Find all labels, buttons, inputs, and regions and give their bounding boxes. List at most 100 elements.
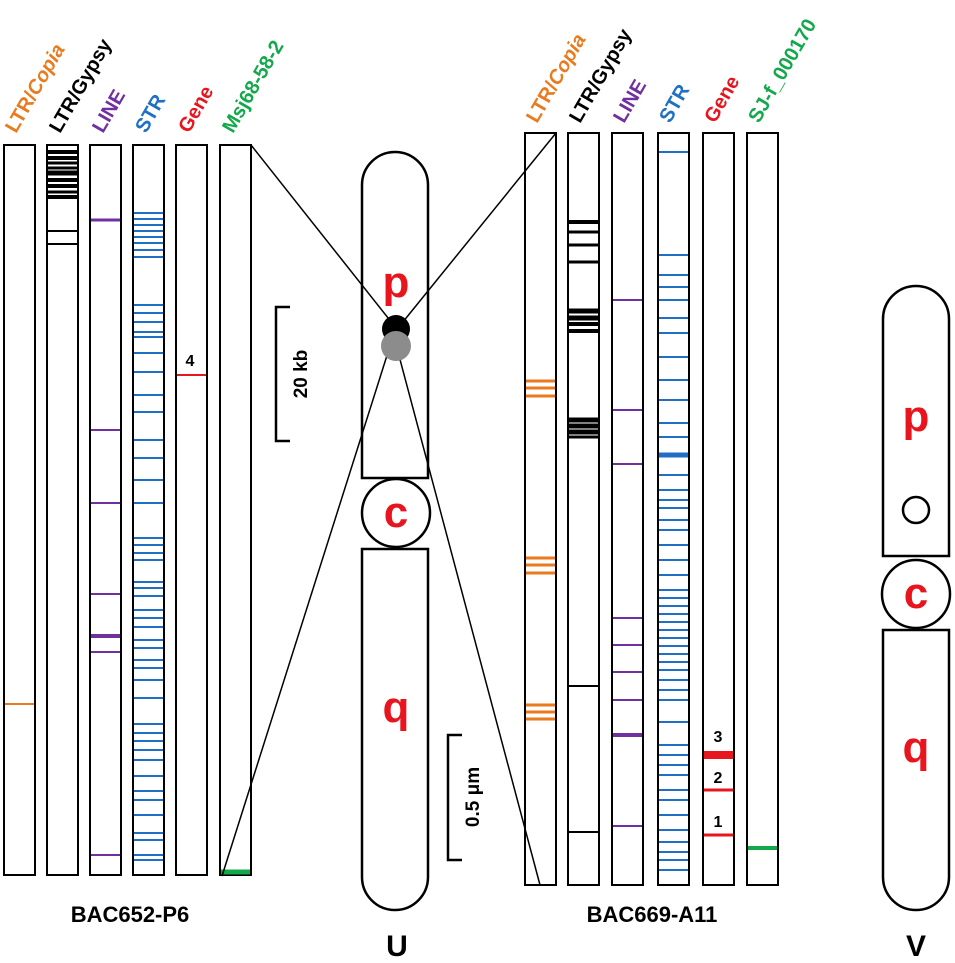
- line-band: [91, 429, 120, 431]
- scale-bar-um-label: 0.5 μm: [463, 767, 484, 827]
- ltr-gypsy-band: [569, 230, 598, 234]
- line-band: [91, 634, 120, 638]
- chromosome-v-p-label: p: [903, 392, 930, 441]
- str-band: [659, 499, 688, 501]
- right-track-ltr-copia: [524, 132, 557, 886]
- str-band: [134, 859, 163, 861]
- right-gene-number-1: 1: [714, 814, 723, 831]
- str-band: [134, 256, 163, 258]
- str-band: [659, 254, 688, 256]
- str-band: [659, 754, 688, 756]
- str-band: [134, 236, 163, 238]
- str-band: [134, 242, 163, 244]
- right-label-str: STR: [655, 80, 694, 126]
- str-band: [659, 689, 688, 691]
- line-band: [613, 671, 642, 673]
- str-band: [134, 331, 163, 333]
- ltr-gypsy-band: [569, 243, 598, 247]
- probe-band: [748, 846, 777, 850]
- line-band: [613, 825, 642, 827]
- right-label-probe: SJ-f_000170: [744, 15, 821, 126]
- str-band: [134, 740, 163, 742]
- line-band: [91, 593, 120, 595]
- str-band: [134, 552, 163, 554]
- left-label-line: LINE: [88, 86, 130, 136]
- right-bac-tracks: [524, 132, 779, 886]
- str-band: [659, 274, 688, 276]
- line-band: [613, 463, 642, 465]
- str-band: [134, 595, 163, 597]
- str-band: [659, 829, 688, 831]
- chromosome-v: p c q: [880, 284, 952, 912]
- chromosome-u-q-label: q: [383, 683, 410, 732]
- scale-bar-kb-bracket: [274, 305, 290, 443]
- str-band: [134, 321, 163, 323]
- str-band: [134, 854, 163, 856]
- scale-bar-kb-label: 20 kb: [291, 350, 312, 399]
- str-band: [659, 814, 688, 816]
- str-band: [659, 851, 688, 853]
- str-band: [659, 452, 688, 458]
- str-band: [659, 151, 688, 153]
- chromosome-u-centromere: [360, 477, 432, 549]
- right-track-probe: [746, 132, 779, 886]
- str-band: [134, 749, 163, 751]
- str-band: [134, 371, 163, 373]
- left-track-gene: [175, 144, 208, 876]
- str-band: [134, 457, 163, 459]
- str-band: [659, 764, 688, 766]
- str-band: [134, 617, 163, 619]
- gene-band: [704, 788, 733, 792]
- ltr-gypsy-band: [48, 230, 77, 232]
- ltr-gypsy-band: [48, 243, 77, 245]
- str-band: [134, 732, 163, 734]
- left-label-probe: Msj68-58-2: [218, 37, 288, 137]
- str-band: [659, 317, 688, 319]
- line-band: [613, 617, 642, 619]
- str-band: [134, 587, 163, 589]
- bac-connector-lines: [221, 132, 557, 886]
- right-track-ltr-gypsy: [567, 132, 600, 886]
- str-band: [134, 775, 163, 777]
- chromosome-v-name: V: [906, 930, 926, 963]
- ltr-gypsy-band: [569, 423, 598, 429]
- str-band: [134, 790, 163, 792]
- str-band: [134, 647, 163, 649]
- str-band: [134, 249, 163, 251]
- str-band: [659, 669, 688, 671]
- ltr-gypsy-band: [569, 417, 598, 423]
- left-gene-number-4: 4: [186, 353, 195, 370]
- str-band: [659, 544, 688, 546]
- str-band: [134, 352, 163, 354]
- ltr-copia-band: [526, 563, 555, 567]
- str-band: [659, 399, 688, 401]
- ltr-gypsy-band: [569, 315, 598, 321]
- right-gene-number-2: 2: [714, 770, 723, 787]
- str-band: [134, 759, 163, 761]
- line-band: [91, 854, 120, 856]
- str-band: [659, 474, 688, 476]
- gene-band: [177, 374, 206, 376]
- probe-band: [221, 869, 250, 875]
- str-band: [134, 639, 163, 641]
- str-band: [134, 502, 163, 504]
- str-band: [134, 659, 163, 661]
- chromosome-v-p-arm: [881, 284, 951, 558]
- str-band: [659, 574, 688, 576]
- line-band: [613, 409, 642, 411]
- signal-dot-gray: [381, 331, 411, 361]
- str-band: [659, 356, 688, 358]
- str-band: [134, 839, 163, 841]
- str-band: [659, 645, 688, 647]
- str-band: [659, 422, 688, 424]
- str-band: [659, 637, 688, 639]
- ltr-copia-band: [526, 703, 555, 707]
- str-band: [134, 667, 163, 669]
- str-band: [134, 832, 163, 834]
- left-label-str: STR: [131, 90, 170, 136]
- line-band: [613, 699, 642, 701]
- ltr-copia-band: [526, 710, 555, 714]
- chromosome-u-q-arm: [360, 547, 430, 912]
- str-band: [659, 789, 688, 791]
- line-band: [91, 218, 120, 222]
